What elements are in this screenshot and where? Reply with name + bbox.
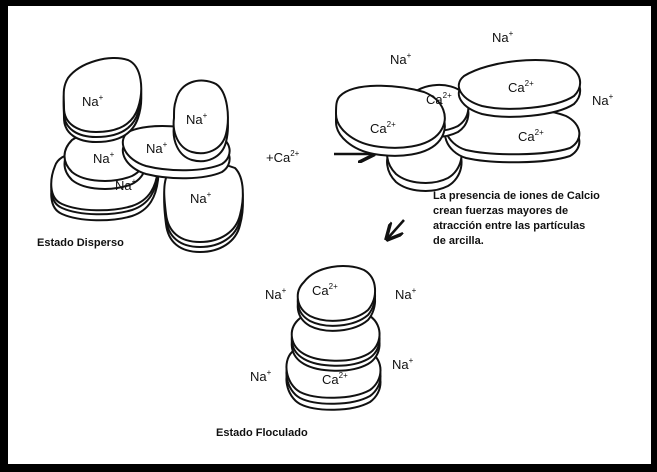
na-ion-label: Na+ <box>390 51 412 67</box>
na-ion-label: Na+ <box>592 92 614 108</box>
na-ion-label: Na+ <box>395 286 417 302</box>
na-ion-label: Na+ <box>265 286 287 302</box>
na-ion-label: Na+ <box>492 29 514 45</box>
flocculation-arrow <box>388 220 404 238</box>
dispersed-state-caption: Estado Disperso <box>37 237 124 249</box>
added-calcium-label: +Ca2+ <box>266 149 300 165</box>
calcium-attraction-note: La presencia de iones de Calcio crean fu… <box>433 190 603 247</box>
na-ion-label: Na+ <box>392 356 414 372</box>
flocculated-state-caption: Estado Floculado <box>216 427 308 439</box>
na-ion-label: Na+ <box>250 368 272 384</box>
